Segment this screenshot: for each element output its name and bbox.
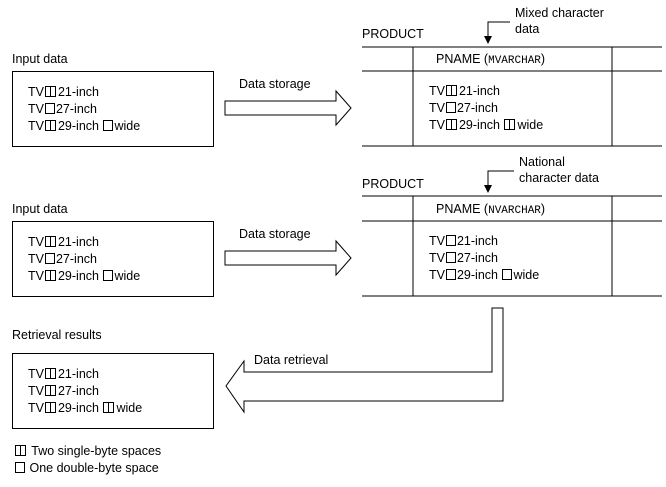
storage-arrow-middle <box>224 239 352 277</box>
retrieval-results-label: Retrieval results <box>12 328 102 342</box>
annotation-mixed-1: Mixed character <box>515 6 604 20</box>
two-single-byte-icon <box>15 445 27 456</box>
input-data-label-top: Input data <box>12 52 68 66</box>
data-retrieval-label: Data retrieval <box>254 353 329 367</box>
retrieval-arrow <box>225 307 504 414</box>
column-header-middle: PNAME (NVARCHAR) <box>436 202 546 217</box>
annotation-mixed-2: data <box>515 22 540 36</box>
double-byte-icon <box>15 462 25 473</box>
legend-two-single: Two single-byte spaces <box>14 443 161 459</box>
table-name-top: PRODUCT <box>362 27 424 41</box>
storage-arrow-top <box>224 89 352 127</box>
legend-one-double: One double-byte space <box>14 460 159 476</box>
table-name-middle: PRODUCT <box>362 177 424 191</box>
annotation-national-1: National <box>519 155 565 169</box>
data-storage-label-middle: Data storage <box>239 227 311 241</box>
annotation-national-2: character data <box>519 171 599 185</box>
input-data-label-middle: Input data <box>12 202 68 216</box>
column-header-top: PNAME (MVARCHAR) <box>436 52 546 67</box>
data-storage-label-top: Data storage <box>239 77 311 91</box>
